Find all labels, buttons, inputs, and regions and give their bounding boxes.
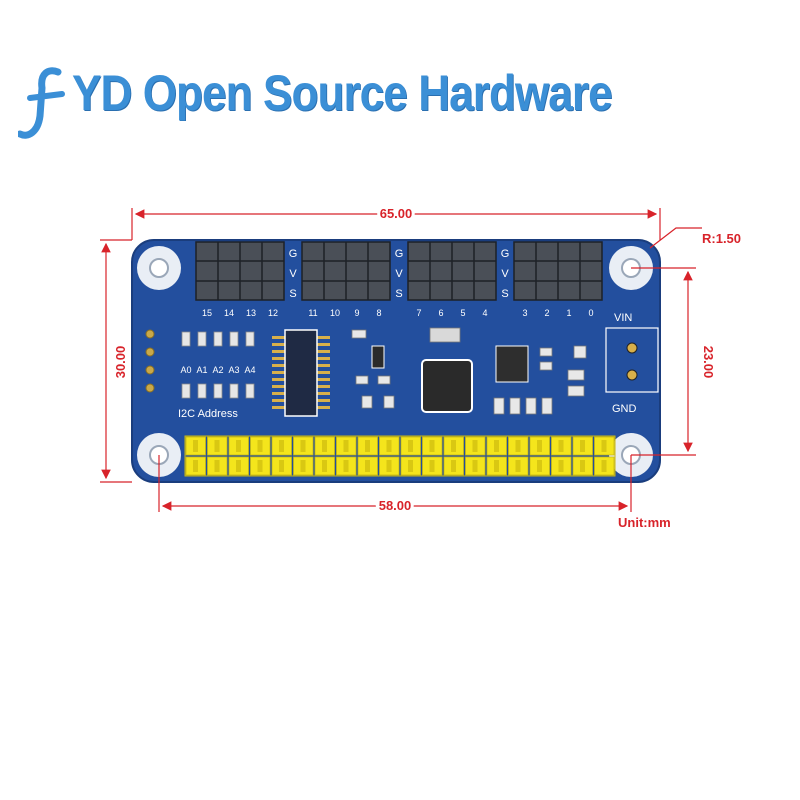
brand-banner: YD Open Source Hardware (18, 58, 613, 158)
pwm-driver-chip (272, 329, 330, 417)
gvs-label: V (395, 268, 403, 280)
channel-number: 10 (330, 308, 340, 318)
gvs-label: S (289, 288, 296, 300)
gvs-label: V (501, 268, 509, 280)
gpio-header (184, 435, 616, 477)
address-pin-label: A0 (180, 365, 191, 375)
address-pin-label: A2 (212, 365, 223, 375)
via-column (145, 329, 155, 393)
stylized-f-logo-icon (18, 67, 65, 139)
channel-number: 3 (522, 308, 527, 318)
i2c-address-label: I2C Address (178, 408, 238, 420)
inner-height-dimension: 23.00 (701, 346, 716, 379)
width-dimension: 65.00 (380, 206, 413, 221)
gnd-label: GND (612, 403, 637, 415)
servo-header-block (301, 241, 391, 301)
gvs-label: V (289, 268, 297, 280)
channel-number: 11 (308, 308, 317, 318)
gvs-label: G (395, 248, 404, 260)
unit-label: Unit:mm (618, 515, 671, 530)
channel-number: 14 (224, 308, 234, 318)
vin-label: VIN (614, 312, 632, 324)
channel-number: 9 (354, 308, 359, 318)
channel-number: 12 (268, 308, 278, 318)
channel-number: 6 (438, 308, 443, 318)
gvs-label: G (289, 248, 298, 260)
mounting-hole (137, 246, 181, 290)
channel-number: 0 (588, 308, 593, 318)
gvs-label: G (501, 248, 510, 260)
channel-number: 5 (460, 308, 465, 318)
address-pads (181, 331, 255, 399)
servo-header-block (513, 241, 603, 301)
servo-header-block (195, 241, 285, 301)
dimension-lines (100, 208, 702, 512)
channel-number: 15 (202, 308, 212, 318)
channel-number: 2 (544, 308, 549, 318)
address-pin-label: A1 (196, 365, 207, 375)
address-pin-label: A3 (228, 365, 239, 375)
channel-number: 1 (566, 308, 571, 318)
gvs-label: S (501, 288, 508, 300)
gvs-label: S (395, 288, 402, 300)
channel-number: 8 (376, 308, 381, 318)
channel-number: 13 (246, 308, 256, 318)
channel-number: 4 (482, 308, 487, 318)
corner-radius-label: R:1.50 (702, 231, 741, 246)
height-dimension: 30.00 (113, 346, 128, 379)
brand-name: YD Open Source Hardware (72, 65, 613, 121)
smd-components (351, 327, 587, 415)
inner-width-dimension: 58.00 (379, 498, 412, 513)
servo-header-block (407, 241, 497, 301)
power-terminal (605, 327, 659, 393)
address-pin-label: A4 (244, 365, 255, 375)
channel-number: 7 (416, 308, 421, 318)
